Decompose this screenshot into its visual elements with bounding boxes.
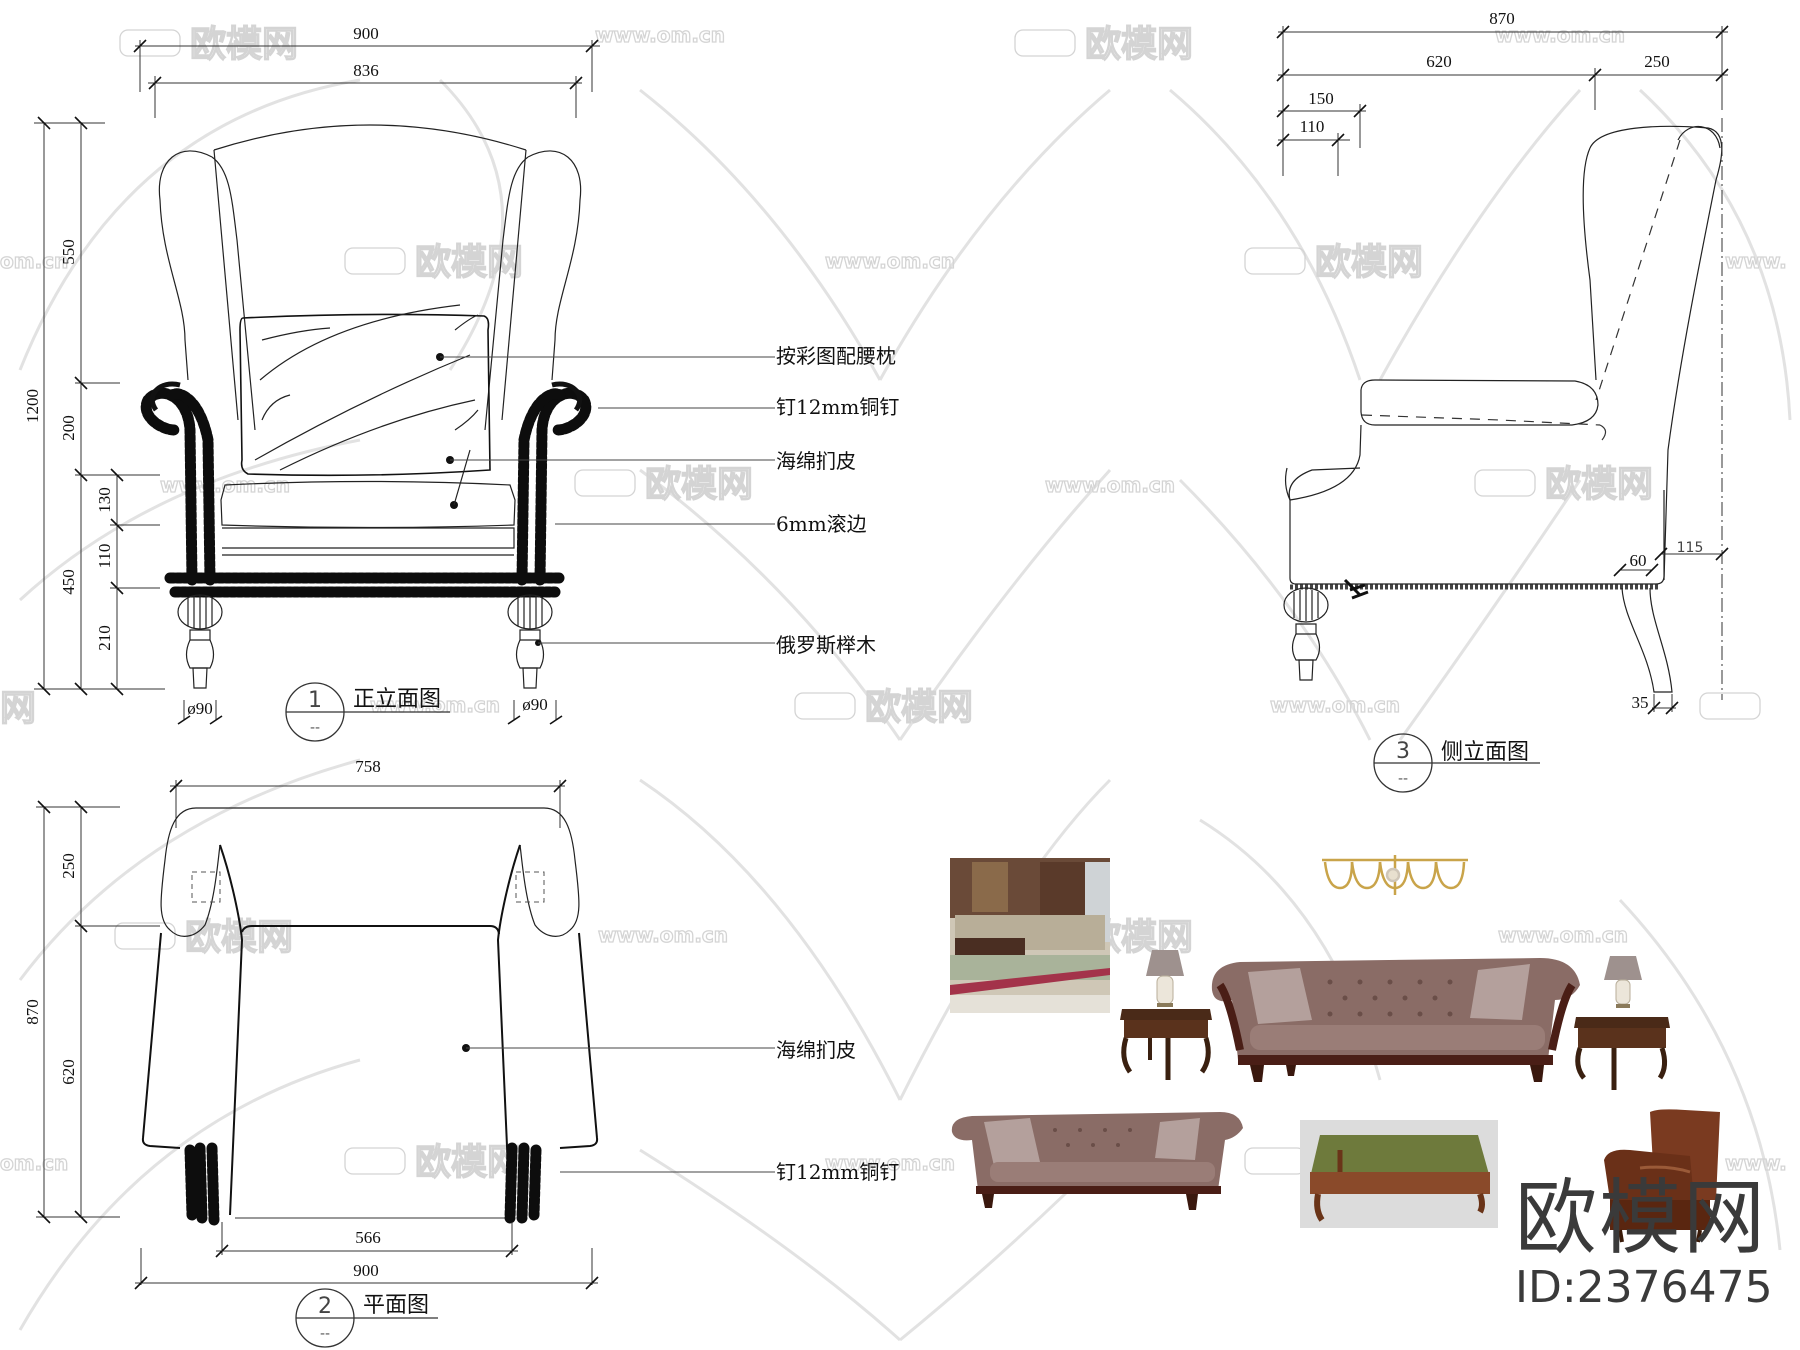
dim-900-plan: 900: [353, 1261, 379, 1280]
front-chair-drawing: ø90 ø90: [140, 124, 592, 725]
svg-text:3: 3: [1396, 739, 1410, 764]
dim-620: 620: [1426, 52, 1452, 71]
tufted-sofa-large: [1211, 958, 1580, 1082]
title-front-elevation: 正立面图: [353, 687, 441, 712]
svg-text:www.om.cn: www.om.cn: [595, 23, 725, 47]
front-top-dimensions: 900 836: [133, 24, 600, 118]
svg-text:--: --: [310, 720, 320, 736]
annotation-russian-beech: 俄罗斯榉木: [776, 633, 876, 657]
annotation-copper-nails: 钉12mm铜钉: [776, 395, 899, 419]
dim-870: 870: [1489, 9, 1515, 28]
side-leg-dimensions: 115 60 35: [1613, 540, 1729, 715]
annotation-piping: 6mm滚边: [776, 512, 867, 536]
svg-text:欧模网: 欧模网: [865, 687, 973, 728]
svg-text:网: 网: [0, 688, 36, 729]
dim-60: 60: [1630, 551, 1647, 570]
svg-text:--: --: [320, 1326, 330, 1342]
svg-text:欧模网: 欧模网: [190, 24, 298, 65]
svg-text:2: 2: [318, 1294, 332, 1319]
svg-text:www.om.cn: www.om.cn: [1045, 473, 1175, 497]
dim-35: 35: [1632, 693, 1649, 712]
annotation-lumbar-pillow: 按彩图配腰枕: [776, 344, 896, 368]
dim-1200: 1200: [23, 389, 42, 423]
svg-text:www.: www.: [1725, 249, 1787, 273]
dim-130: 130: [95, 487, 114, 513]
svg-text:om.cn: om.cn: [0, 249, 68, 273]
room-photo: [950, 858, 1110, 1013]
side-table-right: [1574, 1017, 1670, 1090]
svg-text:www.om.cn: www.om.cn: [1270, 693, 1400, 717]
brand-watermark: 欧模网 ID:2376475: [1515, 1175, 1775, 1313]
nailhead-trim: [140, 381, 592, 598]
dim-leg-diameter-right: ø90: [522, 695, 548, 714]
watermark-arcs: [18, 78, 1792, 1342]
side-elevation-view: 870 620 250 150 110: [1276, 9, 1729, 793]
svg-text:欧模网: 欧模网: [645, 464, 753, 505]
annotation-plan-foam-leather: 海绵扪皮: [776, 1038, 856, 1062]
plan-chair-drawing: [141, 807, 599, 1226]
svg-text:欧模网: 欧模网: [1085, 24, 1193, 65]
svg-text:www.: www.: [1725, 1151, 1787, 1175]
view-title-front: 1 -- 正立面图: [285, 682, 450, 742]
front-left-dimensions: 1200 550 200 450 130 110 210: [23, 116, 165, 696]
wing-chair-leather: [1604, 1109, 1720, 1243]
front-annotations: 按彩图配腰枕 钉12mm铜钉 海绵扪皮 6mm滚边 俄罗斯榉木: [440, 344, 899, 657]
brand-logo-text: 欧模网: [1515, 1171, 1768, 1266]
front-elevation-view: 900 836: [23, 24, 899, 742]
dim-620-plan: 620: [59, 1059, 78, 1085]
svg-text:www.om.cn: www.om.cn: [370, 693, 500, 717]
dim-870-plan: 870: [23, 999, 42, 1025]
title-side-elevation: 侧立面图: [1441, 740, 1529, 765]
dim-566: 566: [355, 1228, 381, 1247]
svg-text:--: --: [1398, 771, 1408, 787]
view-title-side: 3 -- 侧立面图: [1373, 733, 1540, 793]
svg-text:欧模网: 欧模网: [415, 1142, 523, 1183]
plan-view: 758 870 250 620: [23, 757, 899, 1348]
annotation-foam-leather: 海绵扪皮: [776, 449, 856, 473]
plan-bottom-dimensions: 566 900: [134, 1222, 599, 1290]
model-id: ID:2376475: [1515, 1262, 1773, 1313]
svg-text:欧模网: 欧模网: [415, 242, 523, 283]
dim-550: 550: [59, 239, 78, 265]
dim-110-side: 110: [1300, 117, 1325, 136]
dim-250: 250: [1644, 52, 1670, 71]
front-leg-left: [177, 594, 223, 689]
plan-top-dimension: 758: [169, 757, 567, 828]
annotation-plan-copper-nails: 钉12mm铜钉: [776, 1160, 899, 1184]
tufted-sofa-small: [951, 1112, 1243, 1210]
side-table-left: [1120, 1009, 1212, 1080]
dim-900: 900: [353, 24, 379, 43]
coffee-table: [1300, 1120, 1498, 1228]
view-title-plan: 2 -- 平面图: [295, 1288, 438, 1348]
dim-115: 115: [1677, 540, 1704, 556]
dim-150: 150: [1308, 89, 1334, 108]
dim-200: 200: [59, 415, 78, 441]
svg-text:欧模网: 欧模网: [1315, 242, 1423, 283]
dim-758: 758: [355, 757, 381, 776]
svg-text:www.om.cn: www.om.cn: [825, 1151, 955, 1175]
side-top-dimensions: 870 620 250 150 110: [1276, 9, 1729, 176]
svg-text:www.om.cn: www.om.cn: [1495, 23, 1625, 47]
mood-board: [950, 855, 1720, 1243]
plan-left-dimensions: 870 250 620: [23, 800, 160, 1224]
dim-leg-diameter-left: ø90: [187, 699, 213, 718]
svg-text:om.cn: om.cn: [0, 1151, 68, 1175]
svg-text:www.om.cn: www.om.cn: [825, 249, 955, 273]
dim-210: 210: [95, 625, 114, 651]
svg-text:1: 1: [308, 688, 322, 713]
chandelier: [1322, 855, 1468, 895]
side-chair-drawing: [1283, 118, 1723, 700]
table-lamp-right: [1604, 956, 1642, 1008]
dim-450: 450: [59, 569, 78, 595]
svg-text:www.om.cn: www.om.cn: [598, 923, 728, 947]
dim-250-plan: 250: [59, 853, 78, 879]
dim-110: 110: [95, 544, 114, 569]
title-plan: 平面图: [363, 1293, 429, 1318]
plan-annotations: 海绵扪皮 钉12mm铜钉: [466, 1038, 899, 1184]
svg-text:www.om.cn: www.om.cn: [1498, 923, 1628, 947]
svg-text:欧模网: 欧模网: [1545, 464, 1653, 505]
table-lamp-left: [1146, 950, 1184, 1007]
dim-836: 836: [353, 61, 379, 80]
front-leg-right: [507, 594, 553, 689]
